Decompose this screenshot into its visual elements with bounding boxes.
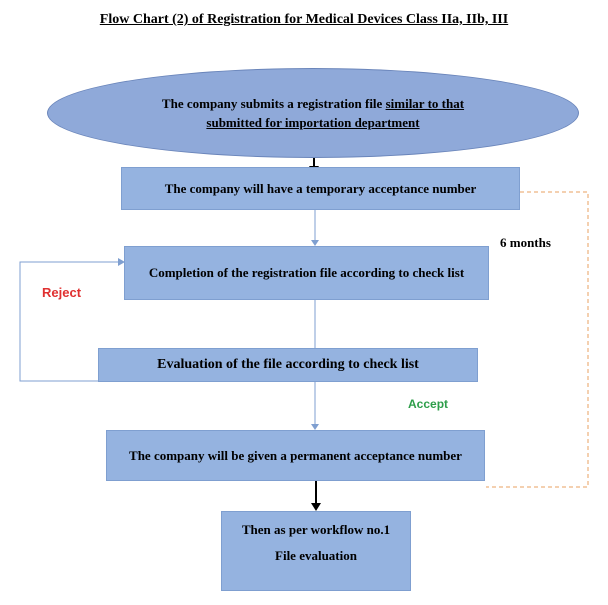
accept-label: Accept (408, 397, 449, 411)
evaluation-text: Evaluation of the file according to chec… (157, 357, 419, 372)
final-step-box: Then as per workflow no.1 File evaluatio… (221, 511, 411, 591)
temporary-number-box: The company will have a temporary accept… (121, 167, 520, 210)
permanent-number-text: The company will be given a permanent ac… (129, 447, 462, 463)
arrowhead-permanent-to-final (311, 503, 321, 511)
arrowhead-temporary-to-completion (311, 240, 319, 246)
six-months-label: 6 months (500, 235, 551, 250)
start-text-underlined-2: submitted for importation department (206, 115, 420, 130)
completion-text: Completion of the registration file acco… (148, 265, 465, 280)
final-step-line1: Then as per workflow no.1 (241, 522, 391, 537)
start-text-underlined-1: similar to that (385, 96, 465, 111)
reject-loop-line (19, 261, 118, 382)
arrowhead-evaluation-to-permanent (311, 424, 319, 430)
permanent-number-box: The company will be given a permanent ac… (106, 430, 485, 481)
temporary-number-text: The company will have a temporary accept… (164, 180, 477, 196)
six-months-dashed-line (486, 191, 589, 488)
start-text-plain: The company submits a registration file (161, 96, 386, 111)
evaluation-box: Evaluation of the file according to chec… (98, 348, 478, 382)
reject-loop-arrowhead (118, 258, 125, 266)
chart-title: Flow Chart (2) of Registration for Medic… (99, 12, 509, 27)
final-step-line2: File evaluation (275, 548, 357, 563)
completion-box: Completion of the registration file acco… (124, 246, 489, 300)
start-ellipse: The company submits a registration file … (47, 68, 579, 158)
reject-label: Reject (42, 285, 82, 300)
